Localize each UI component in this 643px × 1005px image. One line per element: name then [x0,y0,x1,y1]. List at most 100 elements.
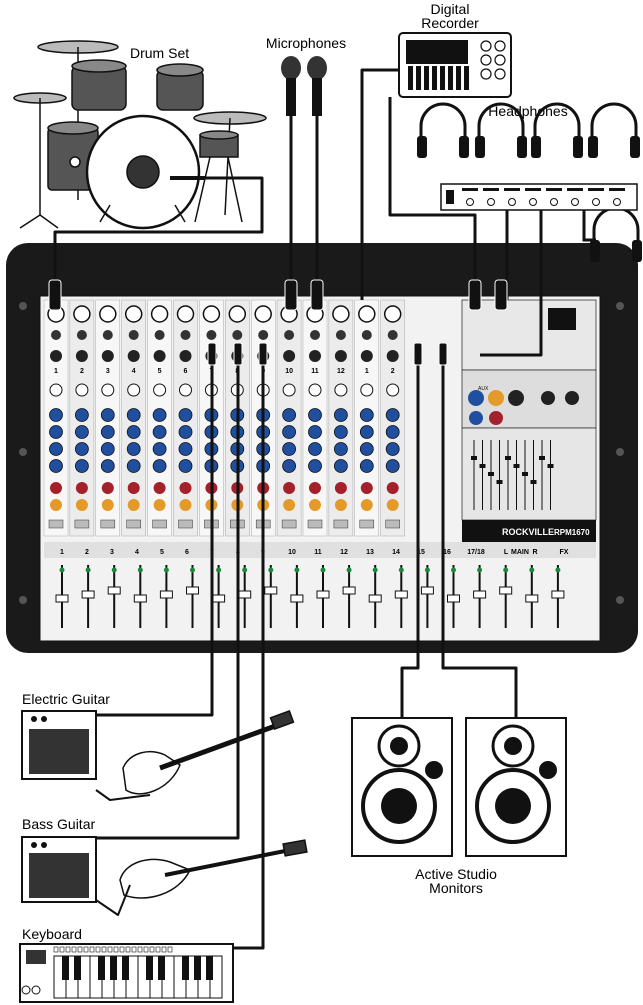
amp-jack [571,198,579,206]
pad-key [65,946,71,953]
channel-input-number: 12 [337,368,345,375]
fader-led [216,567,222,573]
eq-knob [49,442,63,456]
drum-set [13,40,267,230]
recorder-slider [440,66,445,90]
eq-knob [333,442,348,456]
mute-button [333,519,349,529]
earcup-left [590,240,600,262]
pad-key [77,946,83,953]
headband [533,102,581,142]
channel-input-number: 5 [158,368,162,375]
cable-drum-mic [53,176,264,300]
eq-knob [333,425,348,439]
eq-slider-cap [505,456,511,460]
line-input [76,330,87,340]
fader [264,565,278,628]
fader-led [529,567,535,573]
guitar-amp-bass [21,836,97,903]
gain-knob [283,350,296,362]
line-input [284,330,295,340]
fader [133,565,147,628]
fader-cap [264,586,278,595]
eq-slider-cap [530,480,537,484]
fader-cap [186,586,199,595]
black-key [110,956,117,980]
pad-knob [75,383,89,397]
eq-knob [152,442,167,456]
pad-key [53,946,59,953]
fader [55,565,69,628]
channel-number: 3 [110,549,114,556]
fx-knob [179,482,192,494]
pad-key [137,946,143,953]
channel-number: 14 [392,549,400,556]
fx-knob [75,482,88,494]
headband [419,102,467,142]
headphone-amp [440,183,638,211]
pan-knob [334,499,347,511]
fader-led [320,567,326,573]
eq-knob [100,425,115,439]
fx-knob [309,482,321,494]
mute-button [48,519,64,529]
eq-knob [385,459,400,473]
fader [342,565,356,628]
fader-led [477,567,483,573]
recorder-button [480,68,492,80]
channel-strip: 5 [147,299,172,537]
channel-number: 17/18 [467,549,485,556]
channel-strip: 10 [276,299,302,537]
pan-knob [50,499,62,511]
eq-slider-cap [496,480,503,484]
xlr-input [73,305,91,323]
pan-knob [360,499,373,511]
line-input [206,330,217,340]
eq-knob [152,425,167,439]
amp-jack [508,198,516,206]
studio-monitor [465,717,567,857]
gain-knob [50,350,62,362]
headphone [417,102,469,158]
headphone [531,102,583,158]
fx-knob [153,482,166,494]
eq-sliders [471,440,554,510]
amp-label [483,188,499,191]
fader-cap [499,586,513,595]
fader [186,565,199,628]
recorder-slider [416,66,421,90]
fader-cap [473,590,487,599]
fader [81,565,95,628]
recorder-slider [408,66,413,90]
earcup-left [475,136,485,158]
channel-number: 13 [366,549,374,556]
fader-led [85,567,91,573]
recorder-buttons [480,40,506,80]
amp-jack [550,198,558,206]
line-input [361,330,372,340]
pan-knob [101,499,114,511]
microphone-right [307,56,327,116]
pan-knob [75,499,88,511]
eq-knob [100,459,115,473]
fader-cap [447,594,460,603]
amp-label [525,188,541,191]
mute-button [100,519,116,529]
pan-knob [153,499,166,511]
channel-strip: 4 [121,299,146,537]
cable-phones-out [480,210,543,357]
mute-button [152,519,167,529]
amp-jack [613,198,621,206]
fader [420,565,434,628]
cable-keyboard [233,350,265,950]
pad-key [59,946,65,953]
fader [238,565,252,628]
fader [212,565,226,628]
fader [107,565,121,628]
fader-led [268,567,274,573]
recorder-slider [464,66,469,90]
black-key [182,956,189,980]
amp-label [546,188,562,191]
cable-monitor-left [400,350,420,718]
cable-recorder-in [360,68,400,300]
